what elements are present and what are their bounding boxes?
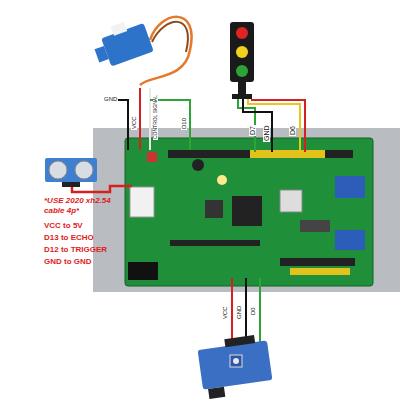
pin-label: CONTROL SIGNAL bbox=[153, 94, 158, 140]
pin-label: D6 bbox=[289, 125, 296, 136]
wiring-note: VCC to 5V bbox=[44, 222, 83, 230]
pin-label: GND bbox=[263, 124, 270, 142]
pin-label: D0 bbox=[250, 306, 256, 316]
pin-label: GND bbox=[236, 305, 242, 320]
servo-wires bbox=[118, 88, 190, 150]
cable-note: *USE 2020 xh2.54 cable 4p* bbox=[44, 196, 116, 215]
pin-label: D10 bbox=[181, 117, 187, 130]
pin-label: VCC bbox=[131, 115, 137, 130]
wiring-note: GND bbox=[104, 96, 117, 102]
sensor-cable bbox=[72, 186, 132, 192]
pin-label: VCC bbox=[222, 305, 228, 320]
pin-label: D7 bbox=[249, 125, 256, 136]
servo-motor bbox=[95, 17, 192, 85]
wiring-note: GND to GND bbox=[44, 258, 92, 266]
controller-board bbox=[125, 138, 373, 286]
traffic-light bbox=[230, 22, 254, 99]
ir-sensor bbox=[198, 335, 273, 399]
mounting-plate bbox=[93, 128, 400, 292]
wiring-note: D12 to TRIGGER bbox=[44, 246, 107, 254]
wiring-note: D13 to ECHO bbox=[44, 234, 94, 242]
ultrasonic-sensor bbox=[45, 158, 97, 187]
traffic-light-wires bbox=[238, 99, 305, 152]
board-components bbox=[128, 150, 365, 280]
